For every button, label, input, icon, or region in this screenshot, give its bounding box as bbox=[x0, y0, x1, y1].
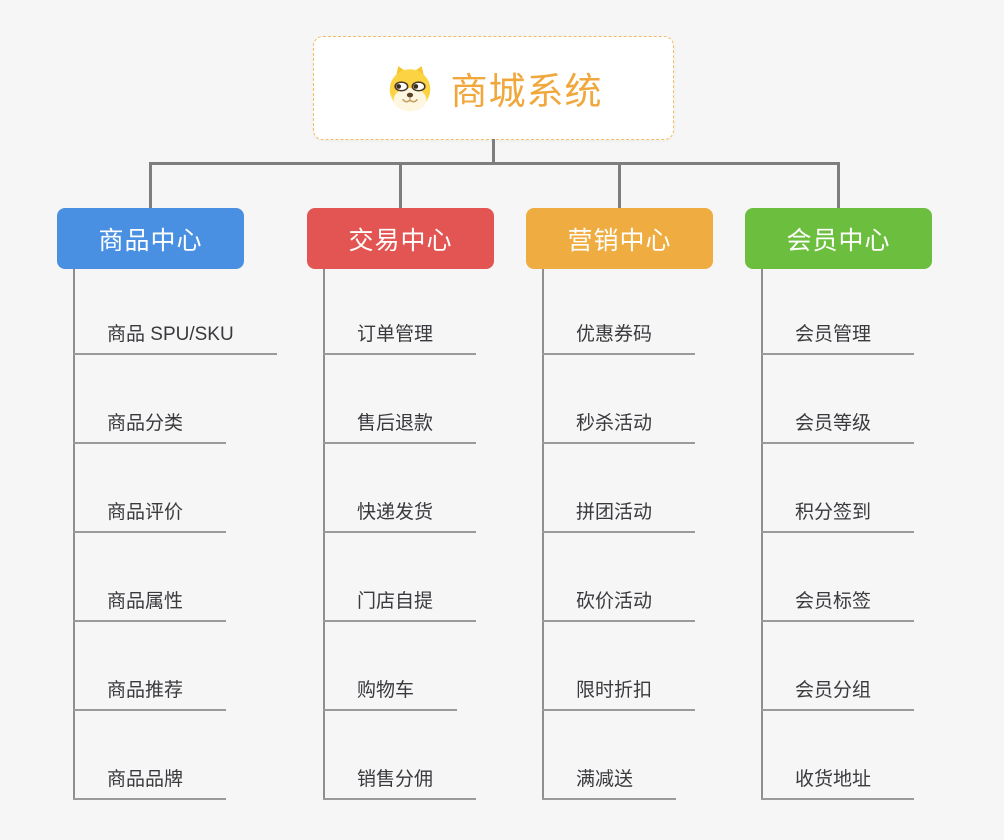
leaf-node[interactable]: 门店自提 bbox=[323, 592, 477, 622]
branch-spine-line bbox=[323, 269, 325, 800]
branch-column-marketing: 营销中心 优惠券码 秒杀活动 拼团活动 砍价活动 限时折扣 满减送 bbox=[526, 208, 776, 840]
leaf-node[interactable]: 商品属性 bbox=[73, 592, 227, 622]
leaf-node[interactable]: 优惠券码 bbox=[542, 325, 696, 355]
leaf-node[interactable]: 限时折扣 bbox=[542, 681, 696, 711]
branch-column-member: 会员中心 会员管理 会员等级 积分签到 会员标签 会员分组 收货地址 bbox=[745, 208, 995, 840]
connector-drop-marketing bbox=[618, 162, 621, 209]
leaf-node[interactable]: 会员标签 bbox=[761, 592, 915, 622]
leaf-node[interactable]: 砍价活动 bbox=[542, 592, 696, 622]
leaf-node[interactable]: 商品分类 bbox=[73, 414, 227, 444]
leaf-node[interactable]: 商品品牌 bbox=[73, 770, 227, 800]
leaf-node[interactable]: 订单管理 bbox=[323, 325, 477, 355]
branch-column-trade: 交易中心 订单管理 售后退款 快递发货 门店自提 购物车 销售分佣 bbox=[307, 208, 557, 840]
branch-spine-line bbox=[761, 269, 763, 800]
leaf-node[interactable]: 快递发货 bbox=[323, 503, 477, 533]
leaf-node[interactable]: 秒杀活动 bbox=[542, 414, 696, 444]
branch-spine-line bbox=[73, 269, 75, 800]
leaf-node[interactable]: 积分签到 bbox=[761, 503, 915, 533]
branch-spine-line bbox=[542, 269, 544, 800]
connector-root-stem bbox=[492, 139, 495, 164]
connector-drop-trade bbox=[399, 162, 402, 209]
branch-node-trade[interactable]: 交易中心 bbox=[307, 208, 494, 269]
leaf-node[interactable]: 会员管理 bbox=[761, 325, 915, 355]
leaf-node[interactable]: 满减送 bbox=[542, 770, 677, 800]
branch-node-product[interactable]: 商品中心 bbox=[57, 208, 244, 269]
leaf-node[interactable]: 商品推荐 bbox=[73, 681, 227, 711]
leaf-node[interactable]: 购物车 bbox=[323, 681, 458, 711]
dog-face-icon bbox=[385, 63, 435, 113]
root-node[interactable]: 商城系统 bbox=[313, 36, 674, 140]
leaf-node[interactable]: 商品评价 bbox=[73, 503, 227, 533]
connector-drop-product bbox=[149, 162, 152, 209]
connector-drop-member bbox=[837, 162, 840, 209]
leaf-node[interactable]: 销售分佣 bbox=[323, 770, 477, 800]
root-label: 商城系统 bbox=[450, 71, 603, 112]
leaf-node[interactable]: 会员等级 bbox=[761, 414, 915, 444]
branch-column-product: 商品中心 商品 SPU/SKU 商品分类 商品评价 商品属性 商品推荐 商品品牌 bbox=[57, 208, 307, 840]
branch-node-member[interactable]: 会员中心 bbox=[745, 208, 932, 269]
leaf-node[interactable]: 会员分组 bbox=[761, 681, 915, 711]
branch-node-marketing[interactable]: 营销中心 bbox=[526, 208, 713, 269]
leaf-node[interactable]: 售后退款 bbox=[323, 414, 477, 444]
leaf-node[interactable]: 收货地址 bbox=[761, 770, 915, 800]
leaf-node[interactable]: 拼团活动 bbox=[542, 503, 696, 533]
leaf-node[interactable]: 商品 SPU/SKU bbox=[73, 325, 277, 355]
connector-bus bbox=[149, 162, 840, 165]
